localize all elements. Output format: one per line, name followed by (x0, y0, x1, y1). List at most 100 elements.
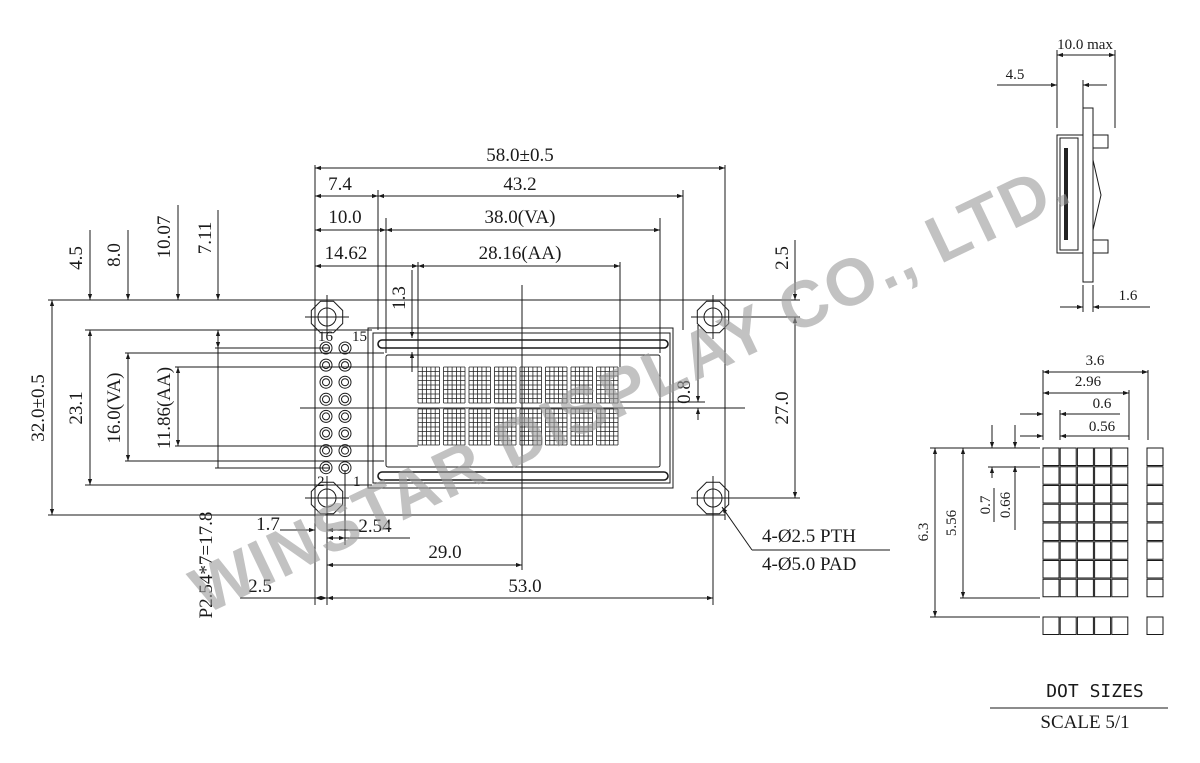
character-cell (494, 366, 517, 404)
pin-pad (338, 409, 352, 423)
pin-pad (319, 427, 333, 440)
dim-bezel-height: 23.1 (66, 391, 87, 424)
dot (1094, 503, 1112, 523)
character-cell (443, 366, 466, 404)
character-cell (417, 408, 440, 446)
dot (1111, 541, 1129, 560)
dim-aa-offset: 14.62 (325, 243, 368, 264)
dot (1076, 522, 1094, 541)
mounting-hole (691, 295, 735, 339)
dot (1146, 503, 1164, 523)
mounting-holes (305, 295, 735, 520)
pin-pad (319, 461, 333, 475)
dot (1059, 578, 1077, 598)
dim-bezel-width: 43.2 (503, 174, 536, 195)
dot (1076, 447, 1094, 466)
dot (1042, 447, 1060, 466)
dim-va-height: 16.0(VA) (104, 373, 125, 444)
dim-dot-matrix-height: 5.56 (944, 509, 960, 536)
dim-pin-pitch: 2.54 (358, 516, 392, 537)
dot (1146, 578, 1164, 598)
pin-pad (338, 427, 352, 440)
dim-aa-offset-v: 10.07 (154, 216, 175, 259)
pin-pad (319, 358, 333, 372)
character-cell (494, 408, 517, 446)
dot (1076, 560, 1094, 579)
dot (1042, 560, 1060, 579)
pin-label-15: 15 (352, 329, 367, 345)
dim-overall-width: 58.0±0.5 (486, 145, 553, 166)
dim-hole-pitch-v: 27.0 (772, 391, 793, 424)
cursor-dot (1059, 616, 1077, 635)
dim-hole-offset-h: 2.5 (248, 576, 272, 597)
dot (1076, 578, 1094, 598)
dim-dot-pitch-v: 0.7 (978, 495, 994, 514)
character-cell (596, 366, 619, 404)
cursor-dot (1111, 616, 1129, 635)
character-cell (519, 408, 542, 446)
dot (1111, 578, 1129, 598)
dot (1146, 541, 1164, 560)
dot (1076, 541, 1094, 560)
mounting-hole (305, 295, 349, 339)
pin-pad (338, 341, 352, 355)
dot (1042, 466, 1060, 485)
pin-pad (338, 375, 352, 389)
side-view: 10.0 max 4.5 1.6 (997, 37, 1150, 312)
character-cell (468, 366, 491, 404)
dot (1042, 578, 1060, 598)
dim-va-offset-v: 8.0 (104, 243, 125, 267)
character-cell (417, 366, 440, 404)
character-cell (570, 408, 593, 446)
dot (1111, 503, 1129, 523)
pin-pad (338, 392, 352, 406)
dim-pin-span: P2.54*7=17.8 (196, 512, 217, 619)
dim-aa-top-gap: 1.3 (389, 286, 410, 310)
dot (1042, 522, 1060, 541)
dim-pin-offset: 1.7 (256, 514, 280, 535)
dim-hole-offset-v: 2.5 (772, 246, 793, 270)
hole-note-pad: 4-Ø5.0 PAD (762, 554, 856, 575)
dim-bezel-offset: 7.4 (328, 174, 352, 195)
dot (1059, 485, 1077, 504)
dot (1146, 560, 1164, 579)
watermark: WINSTAR DISPLAY CO., LTD. (179, 146, 1081, 628)
dot (1146, 485, 1164, 504)
dim-dot-pitch-h: 0.6 (1093, 396, 1112, 412)
character-cell (596, 408, 619, 446)
dot-matrix (1042, 447, 1164, 635)
front-view: 58.0±0.5 7.4 43.2 10.0 38.0(VA) 14.62 28… (28, 145, 890, 618)
character-cell (545, 408, 568, 446)
dim-dot-height: 0.66 (998, 491, 1014, 518)
dot (1042, 485, 1060, 504)
dot (1146, 466, 1164, 485)
dot (1111, 485, 1129, 504)
dim-module-depth: 4.5 (1006, 67, 1025, 83)
pin-label-16: 16 (318, 329, 334, 345)
pin-pad (338, 444, 352, 458)
mounting-hole (691, 476, 735, 520)
character-cell (443, 408, 466, 446)
pin-pad (319, 392, 333, 406)
dim-bezel-offset-v: 4.5 (66, 246, 87, 270)
dot (1094, 560, 1112, 579)
dot (1059, 503, 1077, 523)
connector-pins (319, 341, 352, 475)
pin-pad (319, 409, 333, 423)
dot (1076, 485, 1094, 504)
character-cell (570, 366, 593, 404)
dim-char-gap: 0.8 (674, 380, 695, 404)
dim-overall-height: 32.0±0.5 (28, 374, 49, 441)
dim-char-height: 6.3 (916, 523, 932, 542)
dim-char-width: 3.6 (1086, 353, 1105, 369)
dot-detail: 3.6 2.96 0.6 0.56 6.3 5.56 0.7 0.66 DOT … (916, 353, 1168, 733)
dot (1111, 466, 1129, 485)
dot (1094, 578, 1112, 598)
dot (1111, 560, 1129, 579)
dot (1059, 466, 1077, 485)
dim-va-offset: 10.0 (328, 207, 361, 228)
dot (1111, 522, 1129, 541)
dot (1146, 522, 1164, 541)
pin-pad (338, 358, 352, 372)
dot (1094, 485, 1112, 504)
